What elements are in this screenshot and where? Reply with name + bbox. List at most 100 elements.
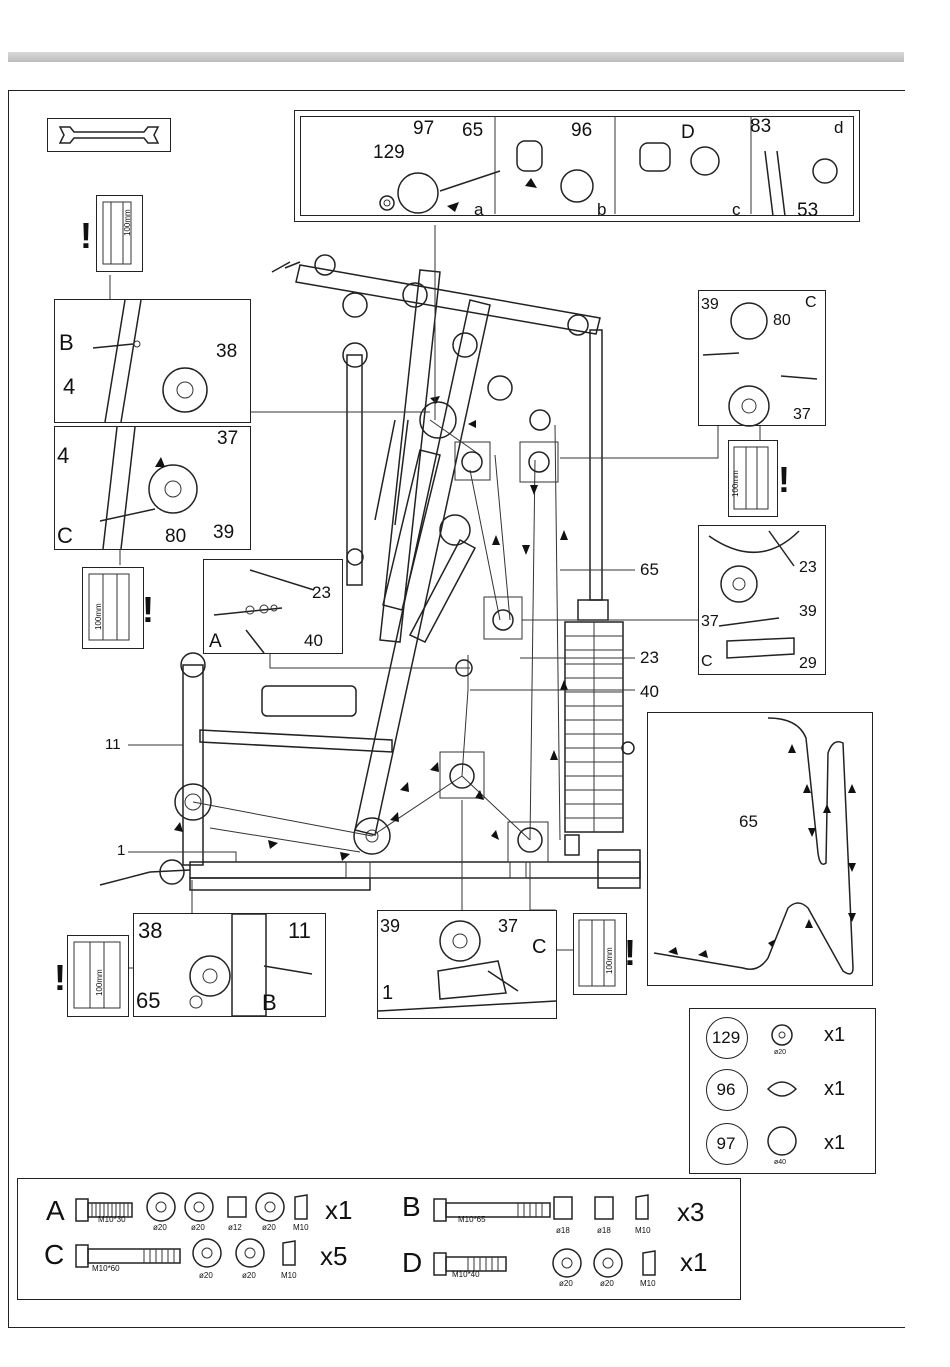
callout-29: 29 xyxy=(799,656,817,672)
hw-bolt-A: M10*30 xyxy=(98,1216,126,1224)
callout-C-bm: C xyxy=(532,937,546,957)
callout-11: 11 xyxy=(105,737,121,752)
measure-label-3: 100mm xyxy=(732,470,740,497)
hw-D-part-1: ø20 xyxy=(559,1280,573,1288)
hw-B-part-2: ø18 xyxy=(597,1227,611,1235)
detail-box-left-lower: 4 37 C 80 39 xyxy=(54,426,251,550)
callout-C-rm: C xyxy=(701,654,713,670)
detail-box-top: 97 65 129 96 D 83 53 a b c d xyxy=(294,110,860,222)
hw-bolt-C: M10*60 xyxy=(92,1265,120,1273)
measure-label-2: 100mm xyxy=(95,603,103,630)
detail-box-right-mid: 23 37 39 C 29 xyxy=(698,525,826,675)
callout-39-bm: 39 xyxy=(380,917,400,935)
hw-qty-C: x5 xyxy=(320,1243,347,1269)
measure-label-5: 100mm xyxy=(606,947,614,974)
callout-C: C xyxy=(57,525,73,547)
hw-D-part-2: ø20 xyxy=(600,1280,614,1288)
hw-A-part-3: ø12 xyxy=(228,1224,242,1232)
hw-qty-D: x1 xyxy=(680,1249,707,1275)
part-qty-96: x1 xyxy=(824,1079,845,1099)
hw-bolt-B: M10*65 xyxy=(458,1216,486,1224)
callout-38: 38 xyxy=(216,342,237,361)
callout-39-rm: 39 xyxy=(799,604,817,620)
hardware-box: A M10*30 ø20 ø20 ø12 ø20 M10 x1 B M10*65… xyxy=(17,1178,741,1300)
step-b: b xyxy=(597,201,606,218)
callout-65: 65 xyxy=(640,561,659,578)
hw-D-part-3: M10 xyxy=(640,1280,656,1288)
part-qty-129: x1 xyxy=(824,1025,845,1045)
part-num-96: 96 xyxy=(710,1081,742,1098)
step-d: d xyxy=(834,119,843,136)
hw-B-part-3: M10 xyxy=(635,1227,651,1235)
hw-A-part-1: ø20 xyxy=(153,1224,167,1232)
warning-icon-4: ! xyxy=(54,960,66,996)
hw-C-part-3: M10 xyxy=(281,1272,297,1280)
detail-box-left-upper: B 38 4 xyxy=(54,299,251,423)
callout-11-bl: 11 xyxy=(288,920,311,942)
callout-65-bl: 65 xyxy=(136,990,160,1012)
hw-bolt-D: M10*40 xyxy=(452,1271,480,1279)
hw-A-part-2: ø20 xyxy=(191,1224,205,1232)
callout-40: 40 xyxy=(640,683,659,700)
part-qty-97: x1 xyxy=(824,1133,845,1153)
part-size-97: ø40 xyxy=(774,1159,786,1166)
hw-A-part-4: ø20 xyxy=(262,1224,276,1232)
hw-C-part-1: ø20 xyxy=(199,1272,213,1280)
hw-A-part-5: M10 xyxy=(293,1224,309,1232)
weight-stack xyxy=(565,622,623,832)
callout-97: 97 xyxy=(413,119,434,138)
hw-qty-B: x3 xyxy=(677,1199,704,1225)
callout-C-ru: C xyxy=(805,295,817,311)
callout-65-route: 65 xyxy=(739,813,758,830)
measure-label-4: 100mm xyxy=(96,969,104,996)
hw-letter-B: B xyxy=(402,1193,421,1221)
measure-box-2: 100mm xyxy=(82,567,144,649)
hw-letter-C: C xyxy=(44,1241,64,1269)
callout-1-bm: 1 xyxy=(382,983,393,1003)
measure-box-5: 100mm xyxy=(573,913,627,995)
callout-39-ru: 39 xyxy=(701,297,719,313)
parts-list-box: 129 ø20 x1 96 x1 97 ø40 x1 xyxy=(689,1008,876,1174)
warning-icon-3: ! xyxy=(778,462,790,498)
measure-box-1: 100mm xyxy=(96,195,143,272)
callout-129: 129 xyxy=(373,143,405,162)
callout-37: 37 xyxy=(217,429,238,448)
callout-1: 1 xyxy=(117,843,125,858)
callout-23-rm: 23 xyxy=(799,560,817,576)
callout-65-top: 65 xyxy=(462,121,483,140)
callout-B-bl: B xyxy=(262,992,277,1014)
detail-box-left-mid: 23 A 40 xyxy=(203,559,343,654)
hw-C-part-2: ø20 xyxy=(242,1272,256,1280)
callout-A: A xyxy=(209,632,222,651)
detail-box-bottom-mid: 39 37 C 1 xyxy=(377,910,557,1019)
hw-letter-A: A xyxy=(46,1197,65,1225)
warning-icon: ! xyxy=(80,218,92,254)
part-size-129: ø20 xyxy=(774,1049,786,1056)
warning-icon-5: ! xyxy=(624,935,636,971)
callout-39: 39 xyxy=(213,523,234,542)
callout-37-bm: 37 xyxy=(498,917,518,935)
detail-box-right-upper: 39 C 80 37 xyxy=(698,290,826,426)
callout-53: 53 xyxy=(797,201,818,220)
callout-80: 80 xyxy=(165,527,186,546)
step-c: c xyxy=(732,201,741,218)
callout-4-lower: 4 xyxy=(57,445,69,467)
measure-box-4: 100mm xyxy=(67,935,129,1017)
callout-23: 23 xyxy=(640,649,659,666)
callout-80-ru: 80 xyxy=(773,313,791,329)
callout-40-mid: 40 xyxy=(304,632,323,649)
callout-D: D xyxy=(681,123,695,142)
measure-box-3: 100mm xyxy=(728,440,778,517)
callout-37-ru: 37 xyxy=(793,407,811,423)
callout-37-rm: 37 xyxy=(701,614,719,630)
measure-label: 100mm xyxy=(124,209,132,236)
warning-icon-2: ! xyxy=(142,592,154,628)
cable-route-box: 65 xyxy=(647,712,873,986)
detail-box-bottom-left: 38 11 65 B xyxy=(133,913,326,1017)
part-num-97: 97 xyxy=(710,1135,742,1152)
hw-B-part-1: ø18 xyxy=(556,1227,570,1235)
callout-83: 83 xyxy=(750,117,771,136)
callout-B: B xyxy=(59,332,74,354)
callout-4: 4 xyxy=(63,376,75,398)
callout-96: 96 xyxy=(571,121,592,140)
